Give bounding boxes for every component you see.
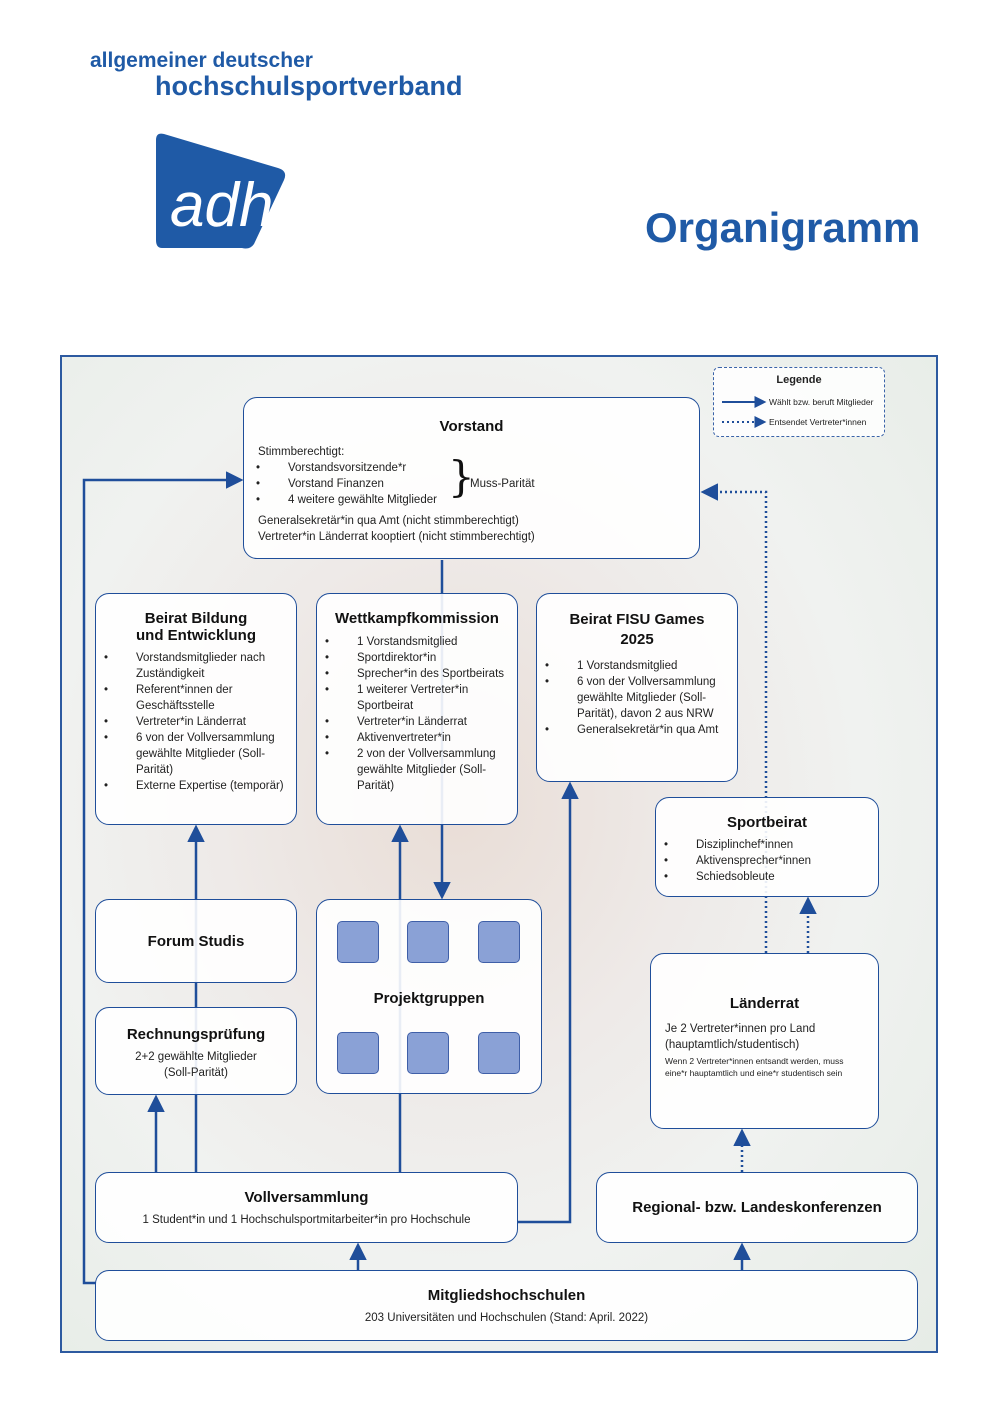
forum-studis-box: Forum Studis — [95, 899, 297, 983]
legend-arrows-icon — [722, 396, 767, 428]
legend-dotted-label: Entsendet Vertreter*innen — [769, 417, 867, 427]
list-item: Externe Expertise (temporär) — [104, 778, 288, 794]
page-title: Organigramm — [645, 204, 921, 251]
fisu-title-2: 2025 — [620, 631, 654, 648]
beirat-bildung-title-2: und Entwicklung — [136, 627, 256, 644]
list-item: Aktivensprecher*innen — [664, 853, 878, 869]
vollversammlung-box: Vollversammlung 1 Student*in und 1 Hochs… — [95, 1172, 518, 1243]
logo-text: adh — [170, 171, 273, 240]
mitglieds-title: Mitgliedshochschulen — [427, 1287, 586, 1304]
fisu-items: 1 Vorstandsmitglied 6 von der Vollversam… — [537, 658, 737, 738]
sportbeirat-title: Sportbeirat — [726, 814, 807, 831]
rechnungspruefung-box: Rechnungsprüfung 2+2 gewählte Mitglieder… — [95, 1007, 297, 1095]
sportbeirat-box: Sportbeirat Disziplinchef*innen Aktivens… — [655, 797, 879, 897]
vorstand-box: Vorstand Stimmberechtigt: Vorstandsvorsi… — [243, 397, 700, 559]
beirat-bildung-title-1: Beirat Bildung — [144, 610, 248, 627]
list-item: Vertreter*in Länderrat — [325, 714, 509, 730]
laenderrat-note1: Wenn 2 Vertreter*innen entsandt werden, … — [665, 1056, 844, 1066]
rechnung-line1: 2+2 gewählte Mitglieder — [135, 1051, 257, 1063]
laenderrat-note2: eine*r hauptamtlich und eine*r studentis… — [665, 1068, 843, 1078]
laenderrat-line2: (hauptamtlich/studentisch) — [665, 1039, 800, 1051]
wettkampfkommission-box: Wettkampfkommission 1 Vorstandsmitglied … — [316, 593, 518, 825]
org-name-line2: hochschulsportverband — [155, 71, 463, 101]
dotted-laenderrat-to-vorstand — [700, 483, 768, 953]
brace-icon: } — [448, 452, 475, 501]
arrow-vv-to-fisu — [518, 781, 579, 1224]
list-item: 4 weitere gewählte Mitglieder — [256, 492, 437, 508]
rechnung-line2: (Soll-Parität) — [164, 1067, 228, 1079]
list-item: Generalsekretär*in qua Amt — [545, 722, 729, 738]
list-item: Vorstand Finanzen — [256, 476, 437, 492]
laenderrat-box: Länderrat Je 2 Vertreter*innen pro Land … — [650, 953, 879, 1129]
vorstand-members: Vorstandsvorsitzende*r Vorstand Finanzen… — [256, 460, 437, 508]
regional-box: Regional- bzw. Landeskonferenzen — [596, 1172, 918, 1243]
mitgliedshochschulen-box: Mitgliedshochschulen 203 Universitäten u… — [95, 1270, 918, 1341]
mitglieds-line: 203 Universitäten und Hochschulen (Stand… — [364, 1312, 649, 1324]
list-item: Aktivenvertreter*in — [325, 730, 509, 746]
list-item: Vertreter*in Länderrat — [104, 714, 288, 730]
list-item: Vorstandsvorsitzende*r — [256, 460, 437, 476]
vorstand-title: Vorstand — [439, 418, 504, 435]
list-item: 1 Vorstandsmitglied — [545, 658, 729, 674]
laenderrat-line1: Je 2 Vertreter*innen pro Land — [665, 1023, 816, 1035]
adh-logo: adh — [150, 128, 290, 250]
vorstand-line1: Generalsekretär*in qua Amt (nicht stimmb… — [258, 515, 519, 527]
list-item: 2 von der Vollversammlung gewählte Mitgl… — [325, 746, 509, 794]
vorstand-line2: Vertreter*in Länderrat kooptiert (nicht … — [258, 531, 535, 543]
vollversammlung-line: 1 Student*in und 1 Hochschulsportmitarbe… — [142, 1214, 471, 1226]
wettkampf-items: 1 Vorstandsmitglied Sportdirektor*in Spr… — [317, 634, 517, 794]
group-square — [337, 1032, 379, 1074]
vorstand-brace-label: Muss-Parität — [470, 478, 535, 490]
arrow-mitglieds-to-vorstand — [82, 471, 244, 1285]
legend-solid-label: Wählt bzw. beruft Mitglieder — [769, 397, 874, 407]
beirat-bildung-items: Vorstandsmitglieder nach Zuständigkeit R… — [96, 650, 296, 794]
group-square — [478, 921, 520, 963]
list-item: Vorstandsmitglieder nach Zuständigkeit — [104, 650, 288, 682]
beirat-bildung-box: Beirat Bildung und Entwicklung Vorstands… — [95, 593, 297, 825]
list-item: 6 von der Vollversammlung gewählte Mitgl… — [104, 730, 288, 778]
beirat-fisu-box: Beirat FISU Games 2025 1 Vorstandsmitgli… — [536, 593, 738, 782]
group-square — [407, 921, 449, 963]
list-item: 1 weiterer Vertreter*in Sportbeirat — [325, 682, 509, 714]
list-item: Sprecher*in des Sportbeirats — [325, 666, 509, 682]
laenderrat-title: Länderrat — [729, 995, 800, 1012]
regional-title: Regional- bzw. Landeskonferenzen — [632, 1199, 882, 1216]
group-square — [478, 1032, 520, 1074]
sportbeirat-items: Disziplinchef*innen Aktivensprecher*inne… — [656, 837, 878, 885]
group-square — [337, 921, 379, 963]
list-item: Schiedsobleute — [664, 869, 878, 885]
vorstand-intro: Stimmberechtigt: — [258, 446, 345, 458]
org-name-line1: allgemeiner deutscher — [90, 49, 313, 72]
legend-title: Legende — [776, 374, 822, 386]
list-item: Referent*innen der Geschäftsstelle — [104, 682, 288, 714]
forum-title: Forum Studis — [147, 933, 245, 950]
rechnung-title: Rechnungsprüfung — [126, 1026, 266, 1043]
vollversammlung-title: Vollversammlung — [244, 1189, 369, 1206]
legend: Legende Wählt bzw. beruft Mitglieder Ent… — [713, 367, 885, 437]
list-item: 6 von der Vollversammlung gewählte Mitgl… — [545, 674, 729, 722]
list-item: Disziplinchef*innen — [664, 837, 878, 853]
group-square — [407, 1032, 449, 1074]
projektgruppen-box: Projektgruppen — [316, 899, 542, 1094]
projektgruppen-title: Projektgruppen — [373, 990, 485, 1007]
list-item: Sportdirektor*in — [325, 650, 509, 666]
wettkampf-title: Wettkampfkommission — [335, 610, 499, 627]
list-item: 1 Vorstandsmitglied — [325, 634, 509, 650]
fisu-title-1: Beirat FISU Games — [569, 611, 705, 628]
